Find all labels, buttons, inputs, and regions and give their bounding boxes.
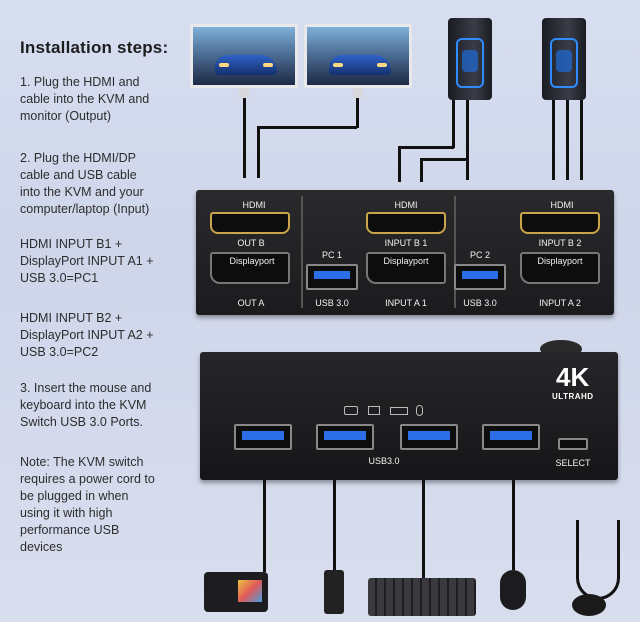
- hdmi-label: HDMI: [394, 200, 418, 210]
- select-button-icon: [572, 594, 606, 616]
- hdmi-label: HDMI: [242, 200, 266, 210]
- cable: [566, 100, 569, 180]
- usb-stick-icon: [324, 570, 344, 614]
- usb30-front-port-2[interactable]: [316, 424, 374, 450]
- hdmi-label: HDMI: [550, 200, 574, 210]
- hdmi-input-b1-port[interactable]: [366, 212, 446, 234]
- monitor-2-icon: [304, 24, 412, 88]
- pc1-mapping: HDMI INPUT B1 + DisplayPort INPUT A1 + U…: [20, 237, 154, 285]
- displayport-input-a1-port[interactable]: [366, 252, 446, 284]
- usb30-front-port-3[interactable]: [400, 424, 458, 450]
- ultrahd-badge: ULTRAHD: [552, 392, 594, 401]
- input-a2-label: INPUT A 2: [539, 298, 581, 308]
- displayport-label: Displayport: [537, 256, 583, 266]
- monitor-1-icon: [190, 24, 298, 88]
- usb30-label: USB 3.0: [463, 298, 497, 308]
- out-b-label: OUT B: [237, 238, 265, 248]
- usb30-front-port-1[interactable]: [234, 424, 292, 450]
- 4k-badge: 4K: [556, 362, 590, 392]
- printer-icon: [204, 572, 268, 612]
- cable: [580, 100, 583, 180]
- displayport-label: Displayport: [383, 256, 429, 266]
- cable: [466, 100, 469, 180]
- cable: [257, 126, 357, 129]
- cable: [398, 146, 401, 182]
- select-label: SELECT: [555, 458, 591, 468]
- pc-2-icon: [542, 18, 586, 100]
- mouse-icon: [416, 405, 423, 416]
- pc1-label: PC 1: [321, 250, 342, 260]
- page-title: Installation steps:: [20, 38, 169, 57]
- cable: [333, 480, 336, 570]
- input-b1-label: INPUT B 1: [384, 238, 428, 248]
- cable: [422, 480, 425, 578]
- note: Note: The KVM switch requires a power co…: [20, 455, 155, 554]
- cable: [452, 100, 455, 148]
- monitor-stand: [353, 88, 363, 98]
- cable: [420, 158, 423, 182]
- displayport-input-a2-port[interactable]: [520, 252, 600, 284]
- cable: [576, 520, 620, 600]
- pc2-mapping: HDMI INPUT B2 + DisplayPort INPUT A2 + U…: [20, 311, 154, 359]
- displayport-out-a-port[interactable]: [210, 252, 290, 284]
- pc2-label: PC 2: [469, 250, 490, 260]
- kvm-back-panel: HDMI OUT B Displayport OUT A PC 1 USB 3.…: [196, 190, 614, 315]
- out-a-label: OUT A: [237, 298, 265, 308]
- hdmi-out-b-port[interactable]: [210, 212, 290, 234]
- divider: [454, 196, 456, 308]
- monitor-stand: [239, 88, 249, 98]
- step-2: 2. Plug the HDMI/DP cable and USB cable …: [20, 151, 150, 216]
- pc-1-icon: [448, 18, 492, 100]
- cable: [552, 100, 555, 180]
- usb30-label: USB 3.0: [315, 298, 349, 308]
- cable: [356, 98, 359, 128]
- cable: [263, 480, 266, 572]
- step-3: 3. Insert the mouse and keyboard into th…: [20, 381, 152, 429]
- hdmi-input-b2-port[interactable]: [520, 212, 600, 234]
- printer-icon: [368, 406, 380, 415]
- kvm-front-panel: 4K ULTRAHD USB3.0 SELECT: [200, 352, 618, 480]
- input-b2-label: INPUT B 2: [538, 238, 582, 248]
- usb30-front-label: USB3.0: [368, 456, 400, 466]
- keyboard-icon: [368, 578, 476, 616]
- cable: [257, 128, 260, 178]
- select-port[interactable]: [558, 438, 588, 450]
- input-a1-label: INPUT A 1: [385, 298, 427, 308]
- keyboard-icon: [390, 407, 408, 415]
- usb30-pc2-port[interactable]: [454, 264, 506, 290]
- step-1: 1. Plug the HDMI and cable into the KVM …: [20, 75, 150, 123]
- usb30-pc1-port[interactable]: [306, 264, 358, 290]
- cable: [420, 158, 468, 161]
- displayport-label: Displayport: [229, 256, 275, 266]
- divider: [301, 196, 303, 308]
- usb30-front-port-4[interactable]: [482, 424, 540, 450]
- cable: [243, 98, 246, 178]
- camera-icon: [344, 406, 358, 415]
- mouse-icon: [500, 570, 526, 610]
- cable: [512, 480, 515, 570]
- cable: [398, 146, 454, 149]
